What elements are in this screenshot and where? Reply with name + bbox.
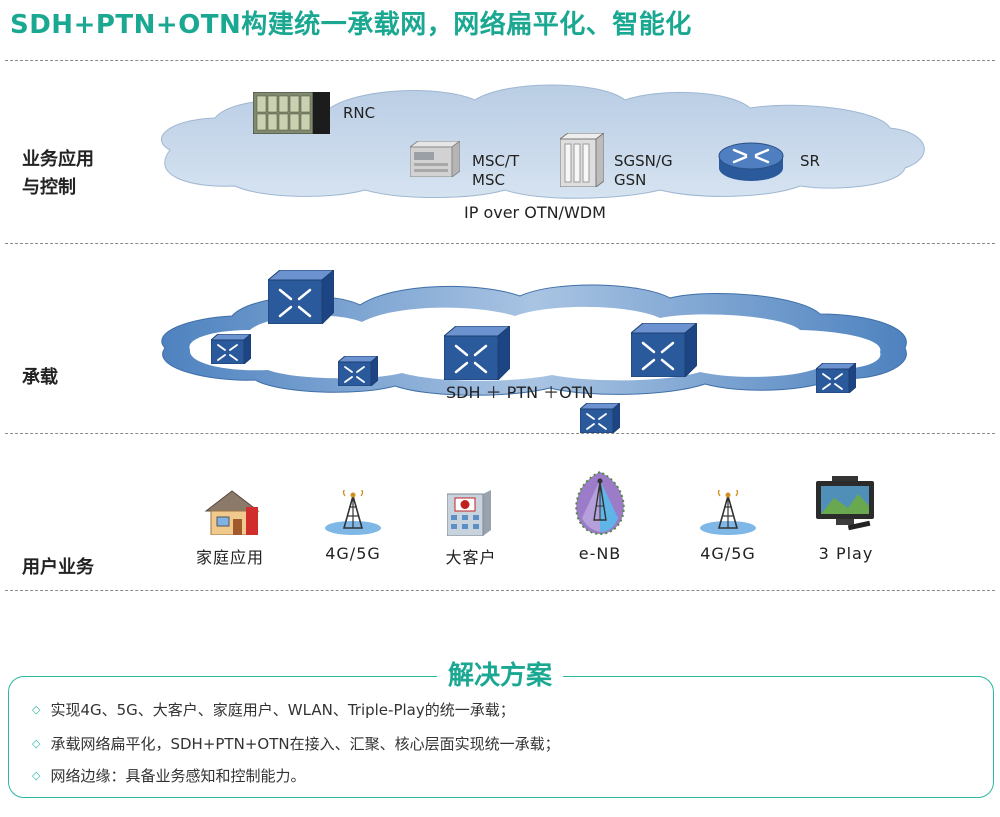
user-label-4g5g-2: 4G/5G — [700, 544, 756, 563]
solution-item: ◇ 网络边缘：具备业务感知和控制能力。 — [32, 765, 305, 786]
user-label-enterprise: 大客户 — [445, 548, 497, 567]
solution-item: ◇ 承载网络扁平化，SDH+PTN+OTN在接入、汇聚、核心层面实现统一承载； — [32, 733, 560, 754]
enodeb-icon — [575, 470, 625, 536]
page-title: SDH+PTN+OTN构建统一承载网，网络扁平化、智能化 — [10, 10, 692, 40]
solution-title: 解决方案 — [437, 655, 563, 692]
section-label-service-line2: 与控制 — [22, 177, 76, 198]
solution-item-text: 实现4G、5G、大客户、家庭用户、WLAN、Triple-Play的统一承载； — [50, 701, 515, 719]
msc-label-line1: MSC/T — [472, 152, 520, 170]
cell-tower-icon — [700, 490, 756, 535]
router-icon — [718, 142, 784, 181]
sgsn-label-line2: GSN — [614, 171, 647, 189]
rnc-label: RNC — [343, 104, 376, 122]
diamond-bullet-icon: ◇ — [32, 769, 41, 782]
ptn-switch-icon — [816, 363, 856, 393]
ptn-switch-icon — [338, 356, 378, 386]
ptn-switch-icon — [631, 323, 697, 377]
sr-label: SR — [800, 152, 820, 170]
service-cloud-label: IP over OTN/WDM — [464, 203, 606, 222]
msc-server-icon — [410, 141, 460, 177]
user-label-enb: e-NB — [578, 544, 622, 563]
diamond-bullet-icon: ◇ — [32, 703, 41, 716]
section-label-bearer: 承载 — [22, 367, 58, 388]
divider-bottom — [5, 590, 995, 591]
sgsn-server-icon — [560, 133, 604, 187]
divider-top — [5, 60, 995, 61]
ptn-switch-icon — [211, 334, 251, 364]
user-label-home: 家庭应用 — [195, 548, 264, 567]
house-icon — [204, 490, 260, 535]
solution-item-text: 网络边缘：具备业务感知和控制能力。 — [50, 767, 306, 785]
diamond-bullet-icon: ◇ — [32, 737, 41, 750]
sgsn-label: SGSN/G GSN — [614, 152, 673, 190]
bearer-cloud-label: SDH ＋ PTN ＋OTN — [446, 383, 594, 402]
msc-label: MSC/T MSC — [472, 152, 519, 190]
user-label-3play: 3 Play — [818, 544, 874, 563]
user-label-4g5g: 4G/5G — [325, 544, 381, 563]
divider-bearer-user — [5, 433, 995, 434]
msc-label-line2: MSC — [472, 171, 505, 189]
ptn-switch-icon — [444, 326, 510, 380]
solution-item-text: 承载网络扁平化，SDH+PTN+OTN在接入、汇聚、核心层面实现统一承载； — [50, 735, 560, 753]
sgsn-label-line1: SGSN/G — [614, 152, 673, 170]
solution-item: ◇ 实现4G、5G、大客户、家庭用户、WLAN、Triple-Play的统一承载； — [32, 699, 515, 720]
divider-service-bearer — [5, 243, 995, 244]
ptn-switch-icon — [580, 403, 620, 433]
ptn-switch-icon — [268, 270, 334, 324]
cell-tower-icon — [325, 490, 381, 535]
office-building-icon — [447, 490, 491, 536]
section-label-user: 用户业务 — [22, 557, 94, 578]
tv-icon — [816, 476, 874, 531]
rnc-rack-icon — [253, 92, 330, 134]
section-label-service: 业务应用 与控制 — [22, 146, 94, 202]
section-label-service-line1: 业务应用 — [22, 149, 94, 170]
